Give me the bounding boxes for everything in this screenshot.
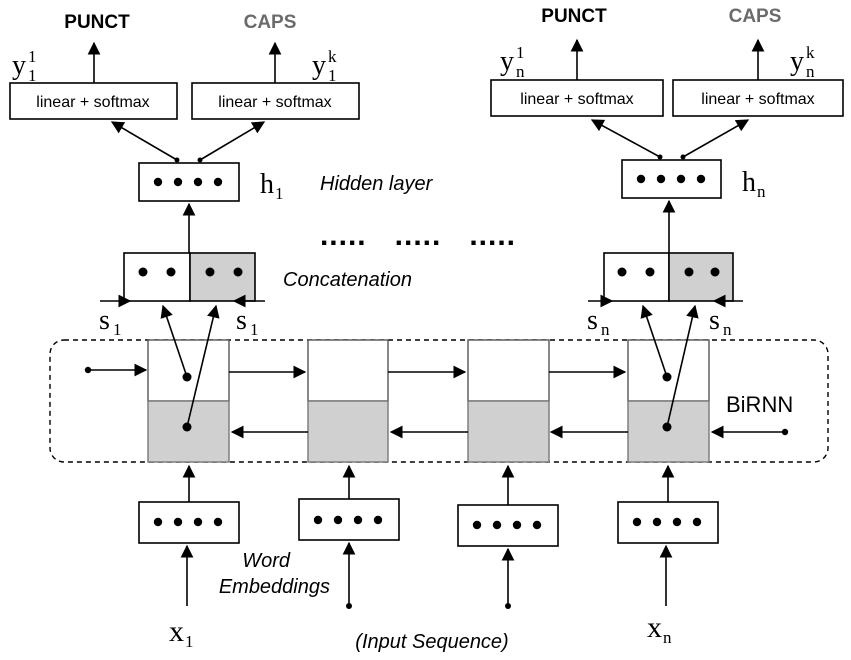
input-sequence-label: (Input Sequence) [355,631,508,653]
punct-classifier-label-first: linear + softmax [36,94,149,111]
word-embedding-box-2 [298,498,400,541]
punct-classifier-box-first [9,82,178,120]
hidden-to-punct-arrow-first [110,121,178,161]
caps-classifier-box-last [672,79,844,117]
svg-text:y: y [790,46,804,77]
x-first-input: x 1 [169,615,194,651]
svg-text:x: x [647,611,662,644]
svg-text:n: n [806,62,815,81]
word-embedding-box-3 [457,504,559,547]
hidden-layer-label: Hidden layer [320,173,434,195]
svg-text:1: 1 [113,320,122,339]
hidden-unit-dot [173,177,183,187]
caps-label-last: CAPS [729,6,782,27]
forward-to-concat-arrow-last [640,304,668,378]
hidden-unit-dot [153,177,163,187]
rnn-cell-3 [467,339,550,463]
concatenation-label: Concatenation [283,269,412,291]
punct-label-last: PUNCT [541,6,607,27]
birnn-region [49,339,829,463]
svg-text:1: 1 [516,43,525,62]
svg-text:y: y [500,46,514,77]
caps-classifier-box-first [191,82,360,120]
svg-text:s: s [709,305,720,336]
svg-text:s: s [99,305,110,336]
svg-text:1: 1 [185,632,194,651]
caps-classifier-label-first: linear + softmax [218,94,331,111]
hidden-unit-dot [696,174,706,184]
svg-text:k: k [806,43,815,62]
rnn-cell-2 [307,339,389,463]
word-embeddings-label-line2: Embeddings [219,576,330,598]
y-last-caps-output: y k n [790,43,815,81]
caps-classifier-label-last: linear + softmax [701,91,814,108]
rnn-cell-1 [147,339,230,463]
svg-text:1: 1 [28,47,37,66]
s-backward-label-first: s 1 [236,305,259,339]
svg-text:n: n [663,628,672,647]
sequence-ellipsis: ..... ..... ..... [320,219,516,252]
rnn-cell-4 [627,339,710,463]
svg-text:x: x [169,615,184,648]
s-backward-label-last: s n [709,305,732,339]
hidden-out-dot-a-first [174,157,180,163]
svg-text:n: n [516,62,525,81]
x-last-input: x n [647,611,672,647]
punct-classifier-label-last: linear + softmax [520,91,633,108]
hidden-unit-dot [636,174,646,184]
hidden-to-caps-arrow-first [199,121,266,161]
svg-text:1: 1 [328,66,337,85]
y-first-punct-output: y 1 1 [12,47,37,85]
hidden-out-dot-b-last [680,154,686,160]
svg-text:h: h [742,167,756,198]
svg-text:y: y [312,50,326,81]
svg-text:k: k [328,47,337,66]
concat-box-last [603,252,734,302]
svg-text:n: n [723,320,732,339]
h-first-label: h 1 [260,169,284,203]
s-forward-label-first: s 1 [99,305,122,339]
backward-to-concat-arrow-first [186,304,220,428]
hidden-unit-dot [213,177,223,187]
svg-text:n: n [757,182,766,201]
forward-to-concat-arrow-first [160,304,188,378]
hidden-unit-dot [193,177,203,187]
input-dot-3 [505,603,511,609]
svg-text:h: h [260,169,274,200]
hidden-out-dot-a-last [657,154,663,160]
svg-text:y: y [12,50,26,81]
word-embedding-box-1 [138,501,240,544]
y-last-punct-output: y 1 n [500,43,525,81]
svg-text:1: 1 [250,320,259,339]
hidden-unit-dot [656,174,666,184]
svg-text:s: s [587,305,598,336]
hidden-to-punct-arrow-last [590,119,661,158]
hidden-to-caps-arrow-last [682,119,750,158]
concat-box-first [123,252,256,302]
birnn-label: BiRNN [726,392,793,417]
y-first-caps-output: y k 1 [312,47,337,85]
caps-label-first: CAPS [244,12,297,33]
input-dot-2 [346,603,352,609]
svg-text:n: n [601,320,610,339]
hidden-out-dot-b-first [197,157,203,163]
punct-label-first: PUNCT [64,12,130,33]
backward-to-concat-arrow-last [666,304,699,428]
word-embedding-box-4 [617,501,719,544]
word-embeddings-label-line1: Word [242,550,291,572]
punct-classifier-box-last [490,79,664,117]
svg-text:1: 1 [275,184,284,203]
svg-text:s: s [236,305,247,336]
svg-text:1: 1 [28,66,37,85]
h-last-label: h n [742,167,766,201]
s-forward-label-last: s n [587,305,610,339]
hidden-unit-dot [676,174,686,184]
